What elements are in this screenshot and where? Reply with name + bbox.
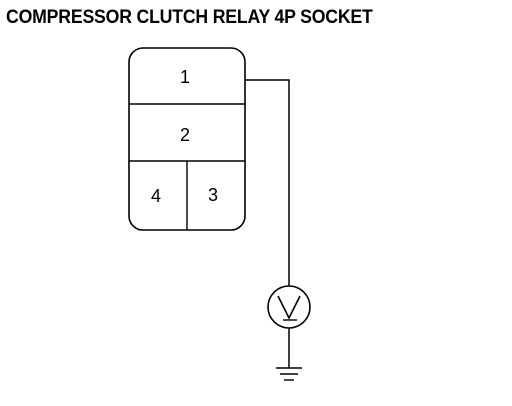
pin-2-label: 2: [180, 125, 190, 145]
pin-3-label: 3: [208, 185, 218, 205]
ground-icon: [276, 367, 302, 381]
diagram-title: COMPRESSOR CLUTCH RELAY 4P SOCKET: [6, 7, 373, 28]
test-lead-wire: [245, 79, 290, 286]
pin-4-label: 4: [151, 186, 161, 206]
pin-1-label: 1: [180, 67, 190, 87]
voltmeter-icon: [267, 285, 311, 329]
